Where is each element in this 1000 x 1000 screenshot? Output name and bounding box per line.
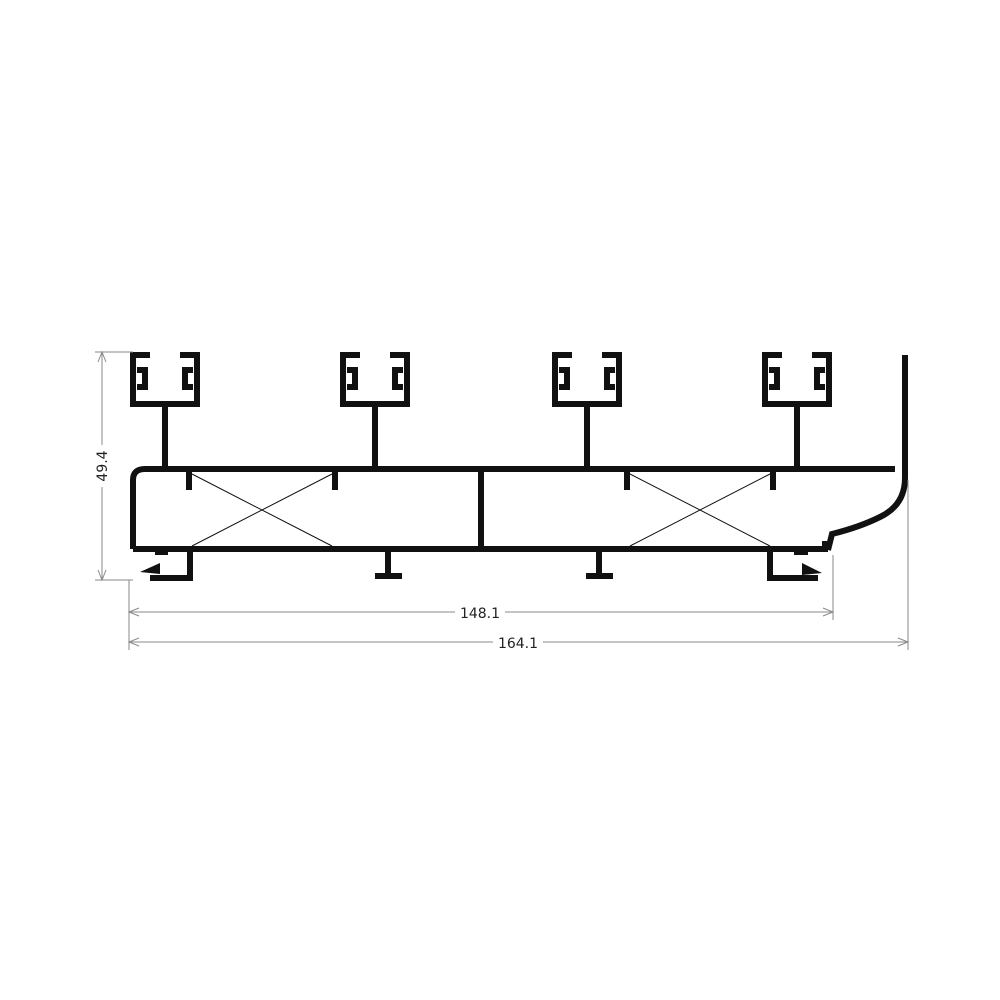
height-label: 49.4: [95, 450, 111, 481]
height-dimension: 49.4: [92, 350, 133, 582]
right-hook-barb: [802, 563, 822, 575]
right-bottom-hook: [767, 549, 818, 581]
runner-track: [762, 352, 832, 469]
overall-width-label: 164.1: [498, 636, 538, 652]
runner-track: [552, 352, 622, 469]
runner-track: [130, 352, 200, 469]
left-chamber-cross: [191, 473, 333, 547]
right-chamber-cross: [629, 473, 771, 547]
runner-track: [340, 352, 410, 469]
inner-width-dimension: 148.1: [127, 555, 835, 650]
overall-width-dimension: 164.1: [127, 480, 910, 652]
left-bottom-hook: [150, 549, 193, 581]
inner-width-label: 148.1: [460, 606, 500, 622]
body-top-wall: [130, 466, 895, 549]
bottom-t-rib: [586, 549, 613, 579]
bottom-t-rib: [375, 549, 402, 579]
left-hook-barb: [140, 563, 160, 574]
profile-body: [130, 352, 908, 581]
right-lip: [825, 355, 908, 551]
body-bottom-wall: [133, 541, 828, 552]
